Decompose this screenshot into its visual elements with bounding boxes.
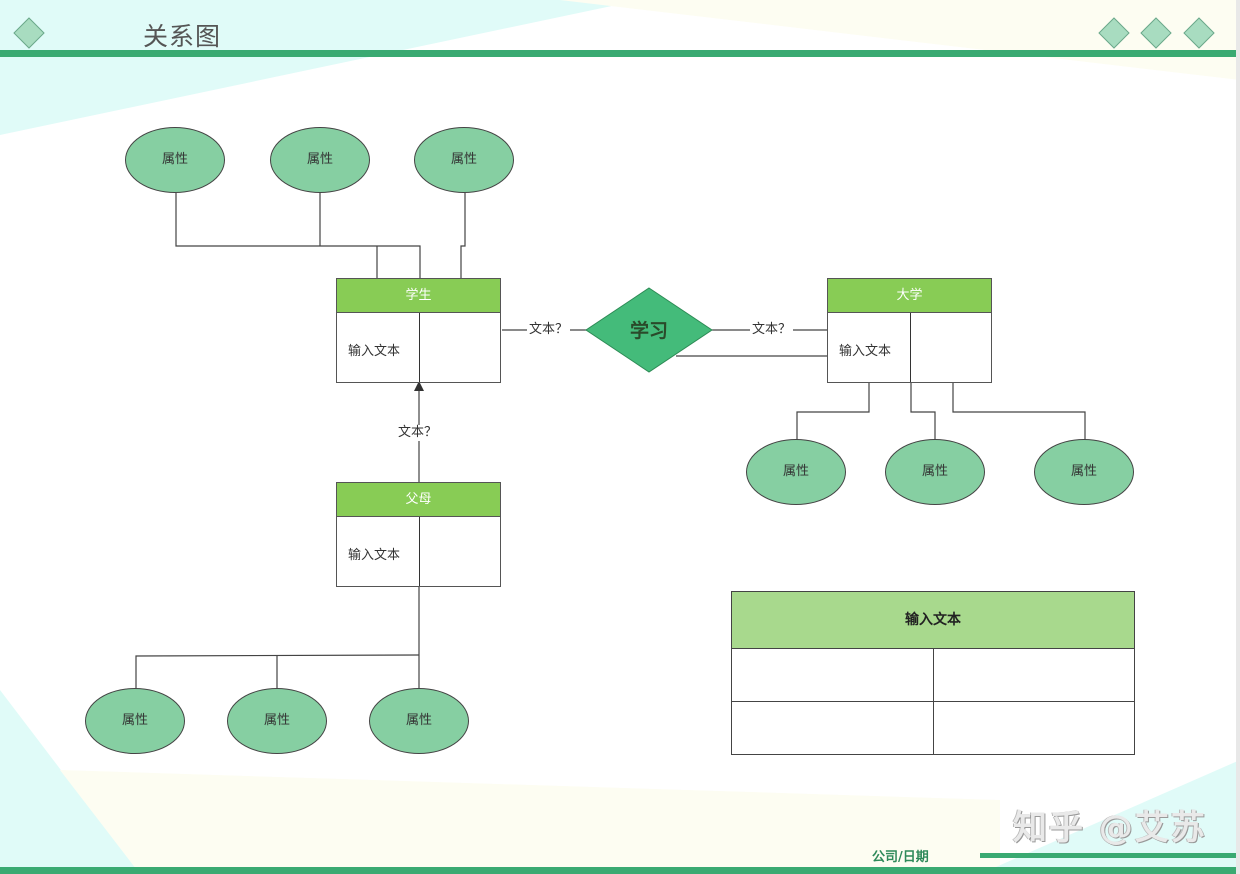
entity-university-name: 大学	[828, 279, 991, 313]
diamond-icon	[1140, 17, 1172, 49]
table-cell[interactable]	[932, 649, 1135, 701]
attribute-student-1[interactable]: 属性	[125, 127, 225, 193]
connector-univ-attr-1	[796, 381, 870, 440]
entity-divider	[419, 313, 420, 382]
entity-divider	[419, 517, 420, 586]
connector-student-attr-3	[460, 193, 466, 278]
footer-bar	[0, 867, 1240, 874]
relationship-diamond[interactable]	[585, 287, 713, 373]
attribute-university-2[interactable]: 属性	[885, 439, 985, 505]
footer-company-date: 公司/日期	[872, 850, 929, 865]
table-cell[interactable]	[932, 702, 1135, 754]
entity-student-body: 输入文本	[337, 313, 500, 382]
table-header[interactable]: 输入文本	[732, 592, 1134, 649]
diamond-icon	[1183, 17, 1215, 49]
footer-accent-bar	[980, 853, 1240, 858]
entity-student[interactable]: 学生 输入文本	[336, 278, 501, 383]
table-cell[interactable]	[732, 702, 933, 754]
table-row	[732, 649, 1134, 701]
entity-parent-name: 父母	[337, 483, 500, 517]
attribute-university-1[interactable]: 属性	[746, 439, 846, 505]
entity-parent-body: 输入文本	[337, 517, 500, 586]
table-row	[732, 701, 1134, 754]
diamond-icon	[1098, 17, 1130, 49]
edge-label-parent-student[interactable]: 文本？	[396, 425, 440, 441]
attribute-parent-1[interactable]: 属性	[85, 688, 185, 754]
connector-univ-attr-3	[952, 381, 1086, 440]
connector-univ-attr-2	[910, 381, 936, 440]
info-table[interactable]: 输入文本	[731, 591, 1135, 755]
entity-student-text[interactable]: 输入文本	[348, 344, 401, 359]
attribute-student-3[interactable]: 属性	[414, 127, 514, 193]
entity-divider	[910, 313, 911, 382]
bg-shape-bottom-right	[980, 760, 1240, 874]
connector-parent-attr-1	[135, 654, 420, 688]
edge-label-student-study[interactable]: 文本？	[527, 322, 571, 338]
watermark: 知乎 @艾苏	[1013, 808, 1207, 848]
connector-student-attr-1	[175, 193, 421, 278]
attribute-student-2[interactable]: 属性	[270, 127, 370, 193]
table-cell[interactable]	[732, 649, 933, 701]
diamond-icon	[13, 17, 45, 49]
bg-shape-top-right	[560, 0, 1240, 80]
relationship-label: 学习	[630, 320, 669, 342]
entity-student-name: 学生	[337, 279, 500, 313]
bg-shape-top-left	[0, 0, 640, 135]
entity-university-text[interactable]: 输入文本	[839, 344, 892, 359]
attribute-parent-2[interactable]: 属性	[227, 688, 327, 754]
bg-shape-bottom	[60, 770, 1000, 874]
header-bar	[0, 50, 1240, 57]
attribute-university-3[interactable]: 属性	[1034, 439, 1134, 505]
edge-label-study-university[interactable]: 文本？	[750, 322, 794, 338]
arrow-head-icon	[414, 381, 424, 391]
page-title: 关系图	[143, 22, 222, 51]
entity-university[interactable]: 大学 输入文本	[827, 278, 992, 383]
attribute-parent-3[interactable]: 属性	[369, 688, 469, 754]
entity-parent[interactable]: 父母 输入文本	[336, 482, 501, 587]
entity-university-body: 输入文本	[828, 313, 991, 382]
entity-parent-text[interactable]: 输入文本	[348, 548, 401, 563]
right-edge	[1236, 0, 1240, 874]
